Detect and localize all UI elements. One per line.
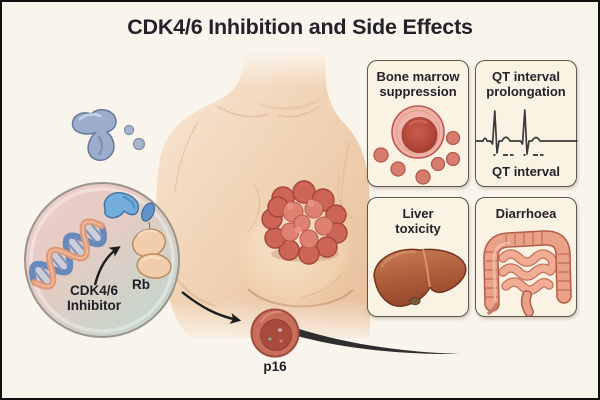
- side-effect-panel-diarrhoea: Diarrhoea: [475, 197, 577, 317]
- panel-title: Liver toxicity: [395, 206, 441, 237]
- rb-protein-icon: [132, 228, 172, 279]
- cell-diagram: [24, 182, 180, 338]
- inhibitor-molecule-icon: [141, 202, 155, 233]
- neck-fade: [234, 50, 334, 86]
- infographic-title: CDK4/6 Inhibition and Side Effects: [127, 15, 473, 39]
- panel-title: Bone marrow suppression: [376, 69, 460, 100]
- side-effect-panel-liver: Liver toxicity: [367, 197, 469, 317]
- side-effect-panel-qt-interval: QT interval prolongation QT interval: [475, 60, 578, 187]
- panel-title: QT interval prolongation: [486, 69, 566, 100]
- rb-label: Rb: [132, 277, 150, 292]
- arrow-to-p16-icon: [181, 291, 242, 324]
- inhibitor-label: CDK4/6 Inhibitor: [67, 283, 121, 313]
- drug-molecule-icon: [71, 109, 146, 161]
- ecg-trace-icon: [476, 109, 578, 156]
- dna-icon: [29, 218, 107, 290]
- p16-cell-icon: [250, 308, 300, 358]
- panel-title: Diarrhoea: [495, 206, 557, 221]
- cdk-kinase-icon: [103, 192, 140, 219]
- side-effect-panel-bone-marrow: Bone marrow suppression: [367, 60, 469, 187]
- blood-cell-icon: [373, 105, 461, 185]
- liver-icon: [373, 248, 467, 307]
- p16-label: p16: [263, 359, 287, 374]
- p16-tail-line: [296, 329, 460, 355]
- inhibition-arrow-icon: [93, 246, 121, 286]
- intestines-icon: [483, 230, 572, 316]
- qt-interval-label: QT interval: [492, 164, 560, 179]
- breast-tumor-icon: [261, 180, 348, 265]
